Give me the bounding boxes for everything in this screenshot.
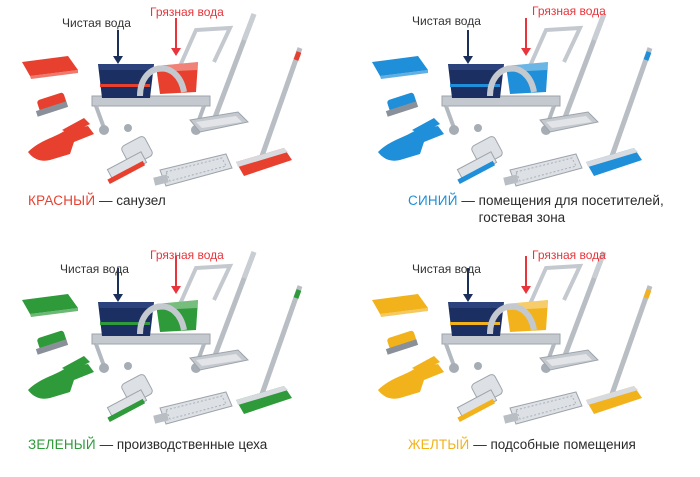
flat-mop-icon [539, 251, 607, 371]
cleaning-cloth-icon [372, 294, 428, 317]
dirty-water-arrow-icon [171, 256, 181, 294]
zone-caption: КРАСНЫЙ — санузел [28, 192, 166, 226]
cleaning-kit-illustration [372, 13, 653, 187]
scrub-brush-icon [456, 374, 503, 423]
clean-water-arrow-icon [463, 268, 473, 302]
floor-scrubber-mop-icon [236, 285, 303, 414]
zone-caption: ЖЕЛТЫЙ — подсобные помещения [408, 436, 636, 470]
zone-caption: СИНИЙ — помещения для посетителей, госте… [408, 192, 664, 226]
hand-brush-icon [385, 330, 419, 355]
scrub-brush-icon [106, 374, 153, 423]
hand-brush-icon [35, 92, 69, 117]
dash-separator: — [473, 437, 487, 452]
dirty-water-arrow-icon [171, 18, 181, 56]
cleaning-kit-illustration [22, 13, 303, 187]
zone-description-line2: гостевая зона [478, 210, 566, 225]
dirty-water-label: Грязная вода [150, 248, 224, 262]
color-name: СИНИЙ [408, 193, 458, 208]
cleaning-kit-illustration [22, 251, 303, 425]
cleaning-cloth-icon [22, 56, 78, 79]
color-code-panel-3: Чистая вода Грязная вода ЖЕЛТЫЙ — подсоб… [350, 238, 700, 476]
zone-description: производственные цеха [116, 437, 268, 452]
dash-separator: — [99, 193, 113, 208]
cleaning-cloth-icon [22, 294, 78, 317]
dirty-water-label: Грязная вода [150, 5, 224, 19]
mop-pad-icon [153, 391, 233, 425]
dash-separator: — [99, 437, 114, 452]
floor-scrubber-mop-icon [586, 285, 653, 414]
rubber-glove-icon [28, 118, 94, 161]
clean-water-arrow-icon [463, 30, 473, 64]
floor-scrubber-mop-icon [236, 47, 303, 176]
mop-cart-icon [441, 25, 584, 135]
rubber-glove-icon [378, 356, 444, 399]
color-name: ЖЕЛТЫЙ [408, 437, 470, 452]
mop-pad-icon [503, 391, 583, 425]
scrub-brush-icon [106, 136, 153, 185]
clean-water-label: Чистая вода [412, 262, 481, 276]
dash-separator: — [461, 193, 475, 208]
zone-description: подсобные помещения [490, 437, 636, 452]
cleaning-kit-illustration [372, 251, 653, 425]
clean-water-label: Чистая вода [62, 16, 131, 30]
color-code-panel-2: Чистая вода Грязная вода ЗЕЛЕНЫЙ — произ… [0, 238, 350, 476]
rubber-glove-icon [378, 118, 444, 161]
clean-water-label: Чистая вода [412, 14, 481, 28]
zone-description: санузел [116, 193, 166, 208]
color-name: КРАСНЫЙ [28, 193, 96, 208]
clean-water-arrow-icon [113, 268, 123, 302]
color-name: ЗЕЛЕНЫЙ [28, 437, 96, 452]
clean-water-arrow-icon [113, 30, 123, 64]
color-code-panel-0: Чистая вода Грязная вода КРАСНЫЙ — сануз… [0, 0, 350, 238]
zone-caption: ЗЕЛЕНЫЙ — производственные цеха [28, 436, 267, 470]
dirty-water-arrow-icon [521, 18, 531, 56]
hand-brush-icon [385, 92, 419, 117]
mop-pad-icon [153, 153, 233, 187]
floor-scrubber-mop-icon [586, 47, 653, 176]
flat-mop-icon [539, 13, 607, 133]
mop-cart-icon [91, 263, 234, 373]
rubber-glove-icon [28, 356, 94, 399]
dirty-water-label: Грязная вода [532, 4, 606, 18]
dirty-water-label: Грязная вода [532, 248, 606, 262]
color-code-panel-1: Чистая вода Грязная вода СИНИЙ — помещен… [350, 0, 700, 238]
clean-water-label: Чистая вода [60, 262, 129, 276]
hand-brush-icon [35, 330, 69, 355]
cleaning-cloth-icon [372, 56, 428, 79]
dirty-water-arrow-icon [521, 256, 531, 294]
mop-cart-icon [91, 25, 234, 135]
mop-pad-icon [503, 153, 583, 187]
flat-mop-icon [189, 13, 257, 133]
scrub-brush-icon [456, 136, 503, 185]
flat-mop-icon [189, 251, 257, 371]
zone-description: помещения для посетителей, [478, 193, 664, 208]
